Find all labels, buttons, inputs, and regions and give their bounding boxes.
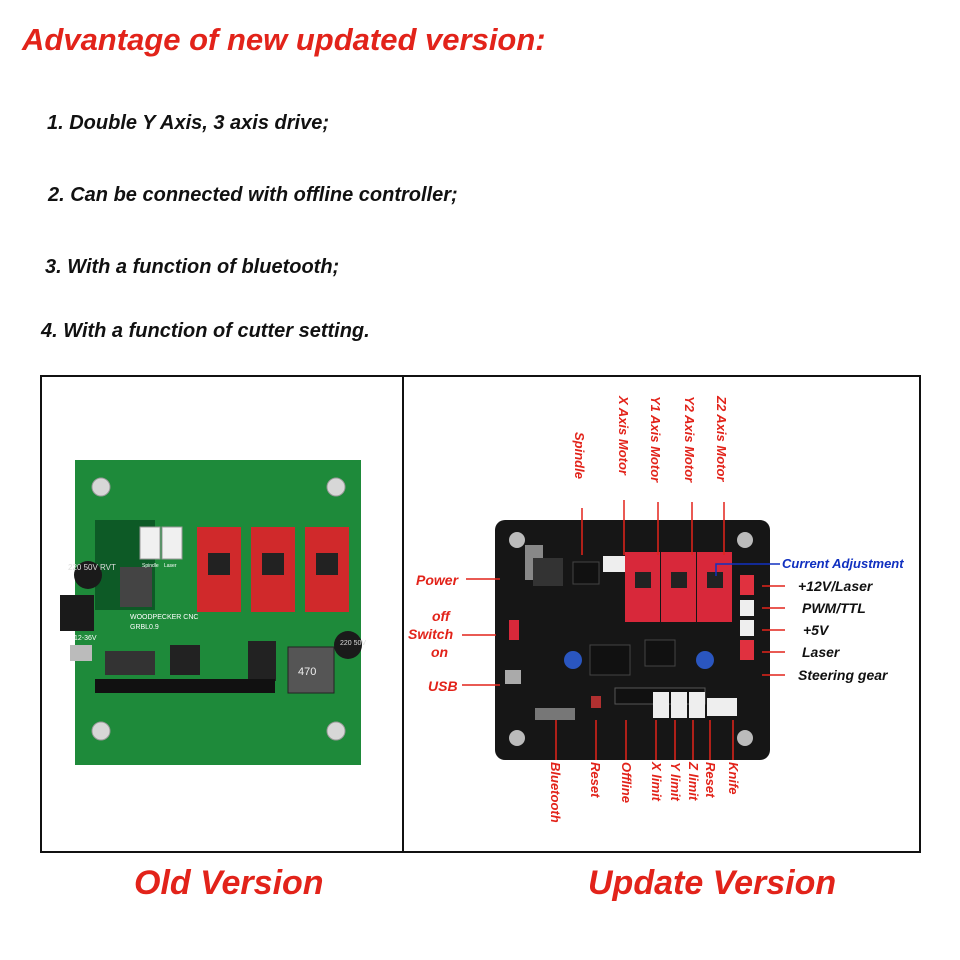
5v-connector bbox=[740, 620, 754, 636]
new-board-photo bbox=[495, 520, 770, 760]
capacitor bbox=[564, 651, 582, 669]
usb-port bbox=[70, 645, 92, 661]
feature-4: 4. With a function of cutter setting. bbox=[41, 320, 370, 342]
driver-chip bbox=[707, 572, 723, 588]
label-switch-off: off bbox=[432, 608, 450, 624]
label-usb: USB bbox=[428, 678, 458, 694]
power-switch bbox=[509, 620, 519, 640]
limit-connector bbox=[653, 692, 669, 718]
old-inductor-label: 470 bbox=[298, 666, 316, 678]
mcu-chip bbox=[589, 644, 631, 676]
old-spindle-label: Spindle bbox=[142, 563, 159, 569]
feature-3: 3. With a function of bluetooth; bbox=[45, 256, 340, 278]
ic-chip bbox=[644, 639, 676, 667]
mount-hole bbox=[326, 477, 346, 497]
feature-1: 1. Double Y Axis, 3 axis drive; bbox=[47, 112, 329, 134]
driver-chip bbox=[635, 572, 651, 588]
label-switch: Switch bbox=[408, 626, 454, 642]
dc-jack bbox=[60, 595, 94, 631]
old-silk: WOODPECKER CNC bbox=[130, 614, 198, 621]
pwm-connector bbox=[740, 600, 754, 616]
caption-new: Update Version bbox=[588, 864, 837, 902]
old-silk2: GRBL0.9 bbox=[130, 624, 159, 631]
label-switch-on: on bbox=[431, 644, 449, 660]
capacitor bbox=[696, 651, 714, 669]
mount-hole bbox=[91, 477, 111, 497]
driver-chip bbox=[262, 553, 284, 575]
label-power: Power bbox=[416, 572, 459, 588]
label-steering-gear: Steering gear bbox=[798, 667, 888, 683]
pin-header bbox=[95, 679, 275, 693]
mcu-chip bbox=[170, 645, 200, 675]
old-cap-label: 220 50V RVT bbox=[68, 563, 116, 572]
limit-connector bbox=[671, 692, 687, 718]
usb-port bbox=[505, 670, 521, 684]
feature-2: 2. Can be connected with offline control… bbox=[48, 184, 458, 206]
capacitor bbox=[334, 631, 362, 659]
label-current-adjustment: Current Adjustment bbox=[782, 556, 904, 571]
reset-button bbox=[591, 696, 601, 708]
knife-connector bbox=[707, 698, 737, 716]
bluetooth-module bbox=[535, 708, 575, 720]
frame-divider bbox=[402, 375, 404, 853]
caption-old: Old Version bbox=[134, 864, 324, 902]
mount-hole bbox=[326, 721, 346, 741]
label-laser: Laser bbox=[802, 644, 840, 660]
label-pwm-ttl: PWM/TTL bbox=[802, 600, 866, 616]
spindle-connector bbox=[603, 556, 629, 572]
ic-chip bbox=[105, 651, 155, 675]
old-connector bbox=[139, 526, 161, 560]
old-connector bbox=[161, 526, 183, 560]
old-pcb bbox=[75, 460, 361, 765]
driver-chip bbox=[316, 553, 338, 575]
regulator bbox=[120, 567, 152, 607]
comparison-frame bbox=[40, 375, 921, 853]
mount-hole bbox=[737, 532, 753, 548]
driver-chip bbox=[671, 572, 687, 588]
mount-hole bbox=[509, 532, 525, 548]
old-cap2-label: 220 50V bbox=[340, 640, 366, 647]
label-12v-laser: +12V/Laser bbox=[798, 578, 873, 594]
driver-chip bbox=[208, 553, 230, 575]
laser2-connector bbox=[740, 640, 754, 660]
capacitor bbox=[74, 561, 102, 589]
limit-connector bbox=[689, 692, 705, 718]
inductor bbox=[533, 558, 563, 586]
leader-lines bbox=[462, 500, 785, 760]
laser-connector bbox=[740, 575, 754, 595]
mount-hole bbox=[509, 730, 525, 746]
inductor bbox=[287, 646, 335, 694]
old-board-photo: 220 50V RVT 220 50V 470 WOODPECKER CNC G… bbox=[60, 460, 366, 765]
page-title: Advantage of new updated version: bbox=[22, 22, 546, 57]
old-laser-label: Laser bbox=[164, 563, 177, 569]
old-voltage: 12-36V bbox=[74, 635, 97, 642]
mosfet bbox=[248, 641, 276, 681]
mount-hole bbox=[91, 721, 111, 741]
label-5v: +5V bbox=[803, 622, 829, 638]
regulator bbox=[572, 561, 600, 585]
mount-hole bbox=[737, 730, 753, 746]
